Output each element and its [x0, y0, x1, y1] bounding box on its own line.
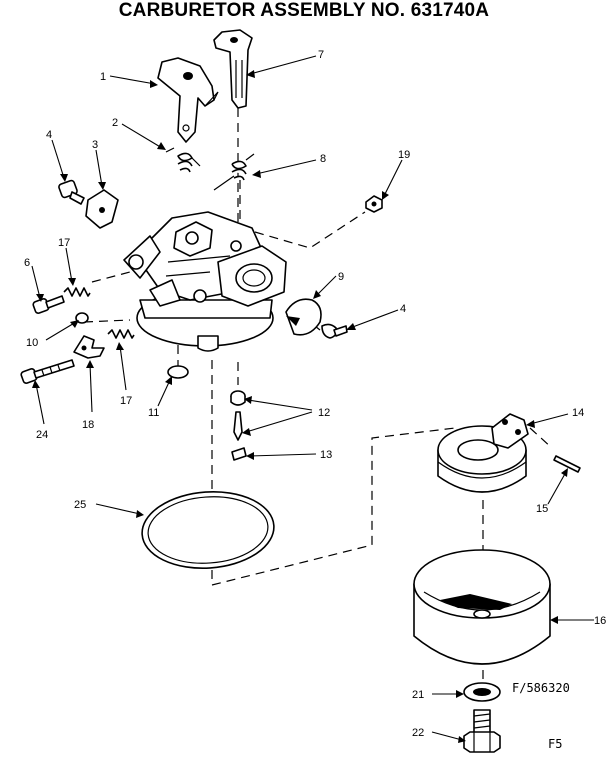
part-bowl-nut: [463, 709, 501, 753]
callout-18: 18: [82, 419, 94, 431]
diagram-title: CARBURETOR ASSEMBLY NO. 631740A: [118, 0, 490, 21]
part-throttle-spring: [165, 147, 201, 173]
part-needle-screw: [20, 359, 75, 384]
part-throttle-lever: [157, 57, 219, 143]
part-idle-spring-lower: [107, 329, 135, 339]
callout-9: 9: [338, 271, 344, 283]
callout-24: 24: [36, 429, 48, 441]
part-needle-bracket: [73, 335, 105, 359]
part-float-bowl: [413, 549, 551, 665]
callout-numbers: 1 7 2 3 4 8 19 17 6 9 4 10 17 11 18 24 1…: [24, 49, 606, 739]
part-screw-upper: [58, 179, 85, 205]
part-float: [437, 413, 529, 493]
part-shutter: [285, 298, 322, 336]
part-bowl-washer: [463, 682, 501, 702]
callout-17-lower: 17: [120, 395, 132, 407]
callout-14: 14: [572, 407, 584, 419]
callout-8: 8: [320, 153, 326, 165]
callout-16: 16: [594, 615, 606, 627]
part-carburetor-body: [123, 211, 287, 352]
callout-21: 21: [412, 689, 424, 701]
callout-15: 15: [536, 503, 548, 515]
callout-13: 13: [320, 449, 332, 461]
part-idle-screw: [32, 295, 65, 314]
leader-lines: [31, 55, 594, 743]
callout-1: 1: [100, 71, 106, 83]
callout-6: 6: [24, 257, 30, 269]
part-choke-spring: [213, 153, 255, 191]
callout-4-upper: 4: [46, 129, 52, 141]
part-inlet-seat: [230, 390, 246, 406]
callout-11: 11: [148, 407, 159, 419]
callout-3: 3: [92, 139, 98, 151]
callout-2: 2: [112, 117, 118, 129]
page-code: F5: [548, 737, 562, 751]
part-clip: [231, 447, 247, 461]
part-inlet-needle: [233, 411, 243, 441]
callout-25: 25: [74, 499, 86, 511]
part-welch-plug: [167, 365, 189, 379]
part-choke-lever: [213, 29, 253, 109]
part-bowl-gasket: [141, 491, 275, 569]
callout-19: 19: [398, 149, 410, 161]
callout-10: 10: [26, 337, 38, 349]
callout-4-right: 4: [400, 303, 406, 315]
part-screw-right: [321, 323, 348, 339]
part-float-pin: [553, 455, 581, 473]
callout-22: 22: [412, 727, 424, 739]
part-washer: [75, 312, 89, 324]
part-idle-spring-upper: [63, 287, 91, 297]
callout-7: 7: [318, 49, 324, 61]
callout-12: 12: [318, 407, 330, 419]
part-shutter-plate: [85, 189, 119, 229]
callout-17-upper: 17: [58, 237, 70, 249]
figure-code: F/586320: [512, 681, 570, 695]
part-nut: [365, 195, 383, 213]
